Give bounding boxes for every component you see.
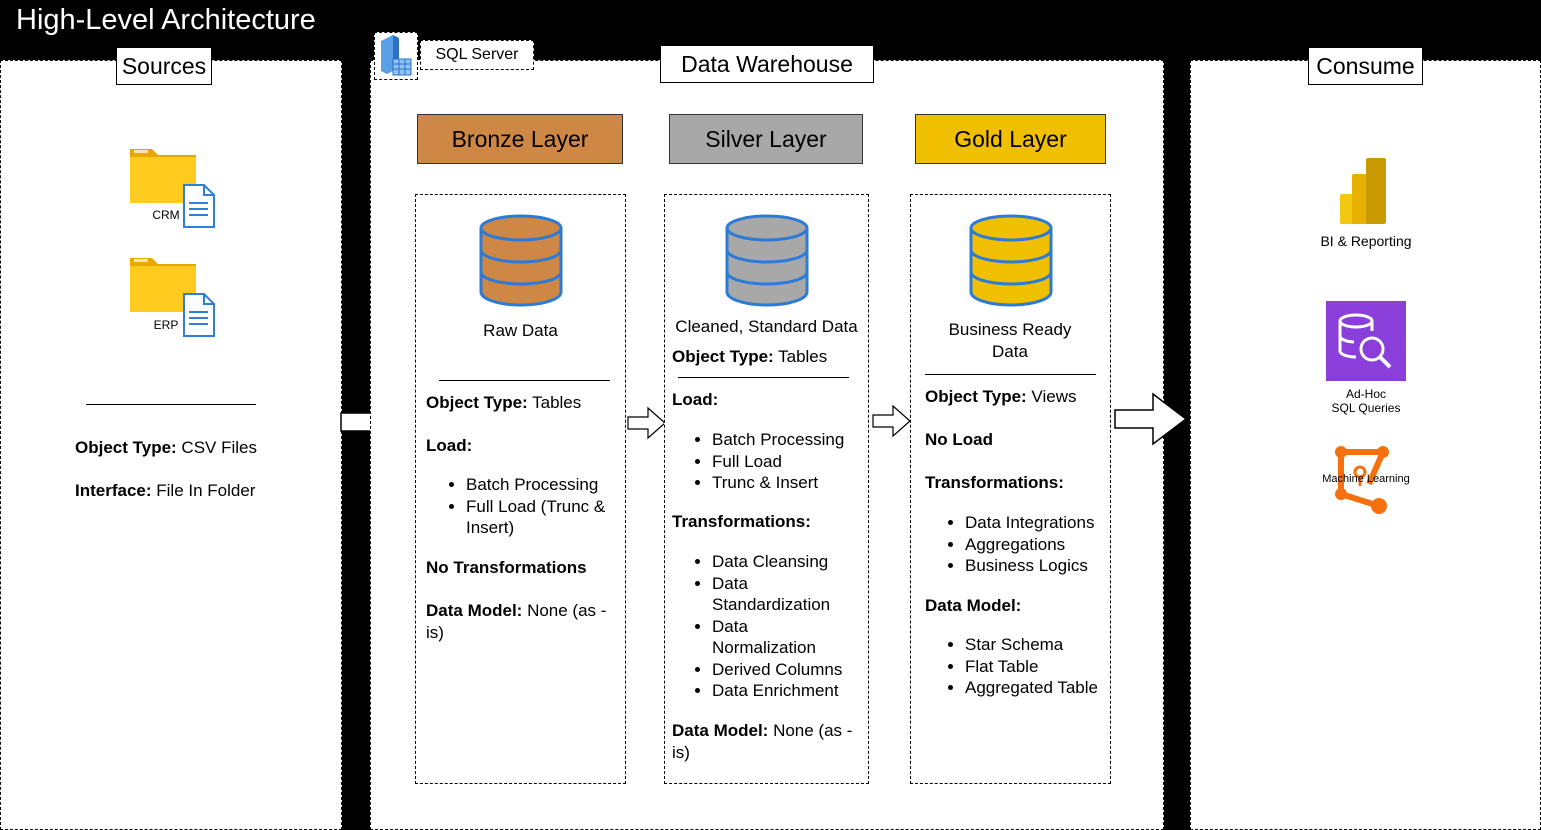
divider	[925, 374, 1096, 375]
sql-server-icon-box	[374, 32, 418, 80]
silver-load-list: Batch Processing Full Load Trunc & Inser…	[672, 429, 867, 494]
silver-layer-title: Silver Layer	[669, 114, 863, 164]
silver-transform-list: Data Cleansing Data Standardization Data…	[672, 551, 852, 702]
crm-file-source	[126, 143, 226, 233]
machine-learning-label: Machine Learning	[1322, 473, 1410, 485]
database-icon	[969, 214, 1053, 307]
arrow-right-icon	[1114, 392, 1188, 446]
gold-layer-title: Gold Layer	[915, 114, 1106, 164]
power-bi-icon	[1340, 158, 1386, 224]
adhoc-sql-label: Ad-Hoc SQL Queries	[1331, 387, 1401, 415]
gold-transform-list: Data Integrations Aggregations Business …	[925, 512, 1110, 577]
gold-caption: Business Ready Data	[948, 320, 1072, 361]
bronze-layer-title: Bronze Layer	[417, 114, 623, 164]
bronze-load-label: Load:	[426, 436, 473, 455]
divider	[678, 377, 849, 378]
bronze-caption: Raw Data	[483, 321, 558, 340]
gold-transform-label: Transformations:	[925, 473, 1064, 492]
list-item: Data Normalization	[712, 616, 842, 659]
list-item: Full Load	[712, 451, 867, 473]
list-item: Aggregated Table	[965, 677, 1110, 699]
machine-learning-icon	[1335, 446, 1389, 514]
gold-model-list: Star Schema Flat Table Aggregated Table	[925, 634, 1110, 699]
bronze-transform-label: No Transformations	[426, 558, 587, 577]
list-item: Data Integrations	[965, 512, 1110, 534]
folder-file-icon	[130, 149, 215, 228]
sources-interface: Interface: File In Folder	[75, 481, 256, 500]
list-item: Batch Processing	[466, 474, 621, 496]
page-title: High-Level Architecture	[16, 4, 316, 36]
list-item: Full Load (Trunc & Insert)	[466, 496, 621, 539]
list-item: Data Cleansing	[712, 551, 852, 573]
sources-object-type: Object Type: CSV Files	[75, 438, 257, 457]
silver-data-model: Data Model: None (as - is)	[672, 721, 853, 762]
bronze-load-list: Batch Processing Full Load (Trunc & Inse…	[426, 474, 621, 539]
list-item: Flat Table	[965, 656, 1110, 678]
silver-object-type: Object Type: Tables	[672, 347, 828, 366]
list-item: Derived Columns	[712, 659, 852, 681]
list-item: Data Enrichment	[712, 680, 852, 702]
list-item: Star Schema	[965, 634, 1110, 656]
sources-label: Sources	[116, 47, 212, 85]
database-icon	[479, 214, 563, 307]
consume-label: Consume	[1308, 47, 1423, 85]
list-item: Business Logics	[965, 555, 1110, 577]
list-item: Trunc & Insert	[712, 472, 867, 494]
silver-load-label: Load:	[672, 390, 719, 409]
list-item: Aggregations	[965, 534, 1110, 556]
gold-model-label: Data Model:	[925, 596, 1022, 615]
erp-file-source	[126, 252, 226, 342]
bronze-data-model: Data Model: None (as - is)	[426, 601, 607, 642]
divider	[86, 404, 256, 405]
sql-server-icon	[381, 35, 412, 76]
sql-server-label: SQL Server	[420, 40, 534, 70]
data-warehouse-label: Data Warehouse	[660, 45, 874, 83]
bi-reporting-label: BI & Reporting	[1320, 233, 1412, 249]
database-icon	[725, 214, 809, 307]
silver-transform-label: Transformations:	[672, 512, 811, 531]
erp-label: ERP	[153, 318, 179, 332]
list-item: Batch Processing	[712, 429, 867, 451]
arrow-right-icon	[872, 404, 911, 438]
divider	[439, 380, 610, 381]
gold-object-type: Object Type: Views	[925, 387, 1077, 406]
crm-label: CRM	[152, 208, 180, 222]
sql-query-icon	[1326, 301, 1406, 381]
arrow-right-icon	[627, 406, 666, 440]
silver-caption: Cleaned, Standard Data	[675, 317, 858, 336]
bronze-object-type: Object Type: Tables	[426, 393, 582, 412]
list-item: Data Standardization	[712, 573, 842, 616]
gold-load-label: No Load	[925, 430, 993, 449]
folder-file-icon	[130, 258, 215, 337]
